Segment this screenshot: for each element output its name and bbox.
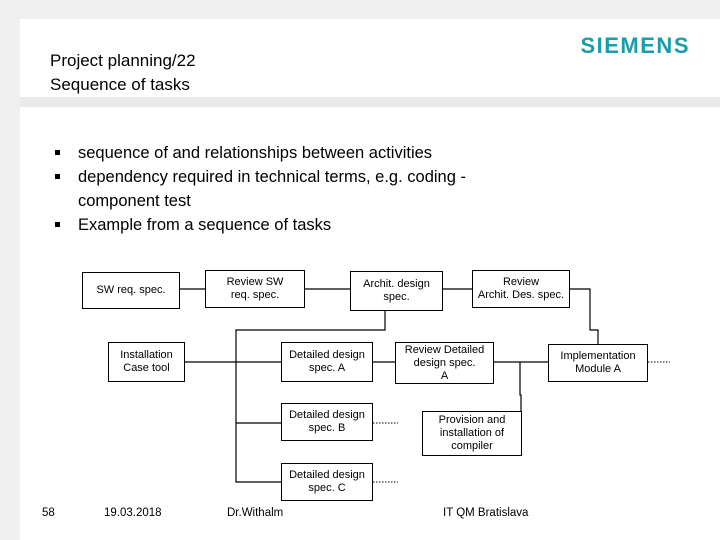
slide-title-line1: Project planning/22	[50, 51, 196, 70]
bullet-list: sequence of and relationships between ac…	[55, 141, 525, 237]
bullet-item: dependency required in technical terms, …	[55, 165, 525, 213]
footer-date: 19.03.2018	[104, 507, 162, 519]
node-sw-req-spec: SW req. spec.	[82, 272, 180, 309]
footer-author: Dr.Withalm	[227, 507, 284, 519]
header-divider	[20, 97, 720, 107]
footer-page-number: 58	[42, 507, 55, 519]
header-band	[20, 19, 720, 97]
connector-line	[235, 311, 386, 483]
bullet-square-icon	[55, 174, 60, 179]
bullet-square-icon	[55, 150, 60, 155]
node-installation-case-tool: Installation Case tool	[108, 342, 185, 382]
bullet-item: Example from a sequence of tasks	[55, 213, 525, 237]
node-provision-installation-compiler: Provision and installation of compiler	[422, 411, 522, 456]
node-detailed-design-spec-a: Detailed design spec. A	[281, 342, 373, 382]
node-archit-design-spec: Archit. design spec.	[350, 271, 443, 311]
connector-line	[519, 362, 522, 411]
node-review-sw-req-spec: Review SW req. spec.	[205, 270, 305, 308]
node-detailed-design-spec-b: Detailed design spec. B	[281, 403, 373, 441]
bullet-square-icon	[55, 222, 60, 227]
top-margin	[0, 0, 720, 19]
footer-org: IT QM Bratislava	[443, 507, 529, 519]
left-margin	[0, 0, 20, 540]
node-review-detailed-design-spec-a: Review Detailed design spec. A	[395, 342, 494, 384]
node-implementation-module-a: Implementation Module A	[548, 344, 648, 382]
bullet-item: sequence of and relationships between ac…	[55, 141, 525, 165]
node-review-archit-des-spec: Review Archit. Des. spec.	[472, 270, 570, 308]
slide-title-line2: Sequence of tasks	[50, 75, 190, 94]
node-detailed-design-spec-c: Detailed design spec. C	[281, 463, 373, 501]
connector-line	[570, 288, 599, 344]
siemens-logo: SIEMENS	[580, 33, 690, 58]
